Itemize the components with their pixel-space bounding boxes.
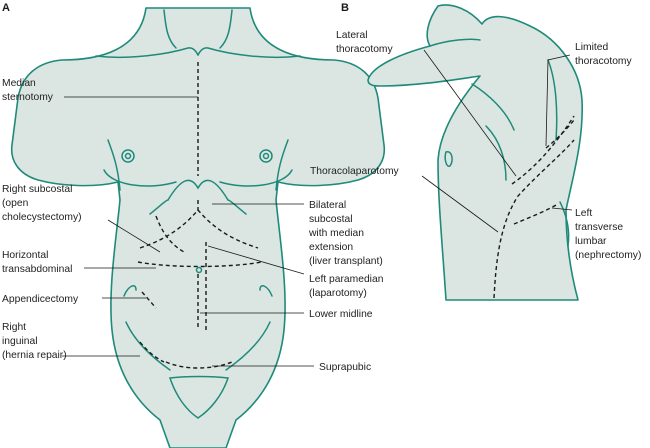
label-lateral-thoracotomy: Lateral thoracotomy [336, 30, 394, 55]
label-left-transverse-lumbar: Left transverse lumbar (nephrectomy) [575, 208, 641, 261]
label-appendicectomy: Appendicectomy [2, 294, 79, 305]
label-bilateral-subcostal: Bilateral subcostal with median extensio… [308, 200, 383, 267]
label-suprapubic: Suprapubic [319, 362, 371, 373]
lateral-torso-silhouette [368, 5, 582, 300]
label-right-inguinal: Right inguinal (hernia repair) [2, 322, 67, 361]
panel-b-letter: B [341, 2, 349, 14]
label-left-paramedian: Left paramedian (laparotomy) [309, 274, 386, 299]
label-horizontal-transabdominal: Horizontal transabdominal [2, 250, 72, 275]
label-lower-midline: Lower midline [309, 309, 373, 320]
label-right-subcostal: Right subcostal (open cholecystectomy) [2, 184, 82, 223]
panel-a-letter: A [2, 2, 10, 14]
label-limited-thoracotomy: Limited thoracotomy [575, 42, 633, 67]
label-thoracolaparotomy: Thoracolaparotomy [310, 166, 400, 177]
